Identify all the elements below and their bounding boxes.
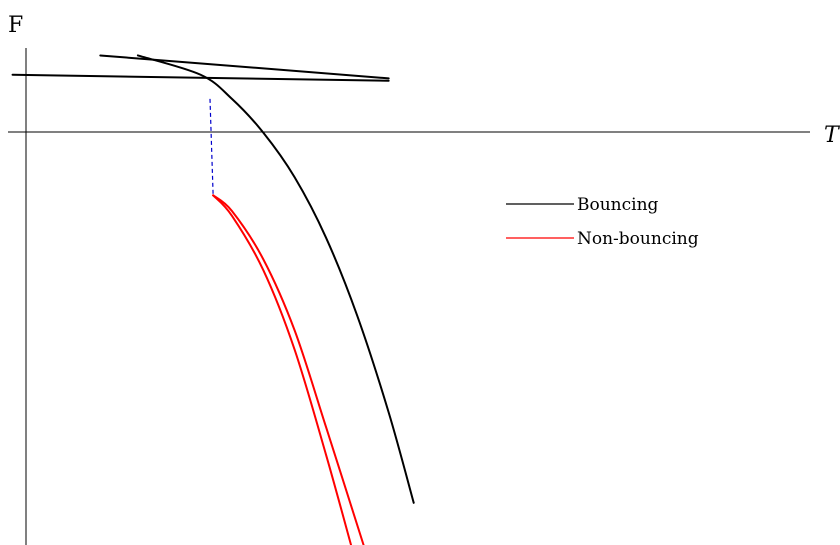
- legend-label-non-bouncing: Non-bouncing: [577, 229, 699, 249]
- series-line-bouncing-1: [11, 73, 390, 82]
- y-axis-label: F: [8, 13, 23, 38]
- x-axis-label: T: [824, 123, 840, 148]
- annotation-layer: [209, 98, 214, 196]
- dashed-transition-line-0: [209, 98, 214, 196]
- series-layer: [11, 54, 415, 545]
- series-line-non-bouncing-3: [212, 194, 353, 545]
- series-line-non-bouncing-4: [212, 194, 365, 545]
- legend-label-bouncing: Bouncing: [577, 195, 659, 215]
- series-line-bouncing-2: [99, 54, 390, 80]
- series-line-bouncing-0: [136, 54, 415, 504]
- legend: Bouncing Non-bouncing: [506, 195, 699, 249]
